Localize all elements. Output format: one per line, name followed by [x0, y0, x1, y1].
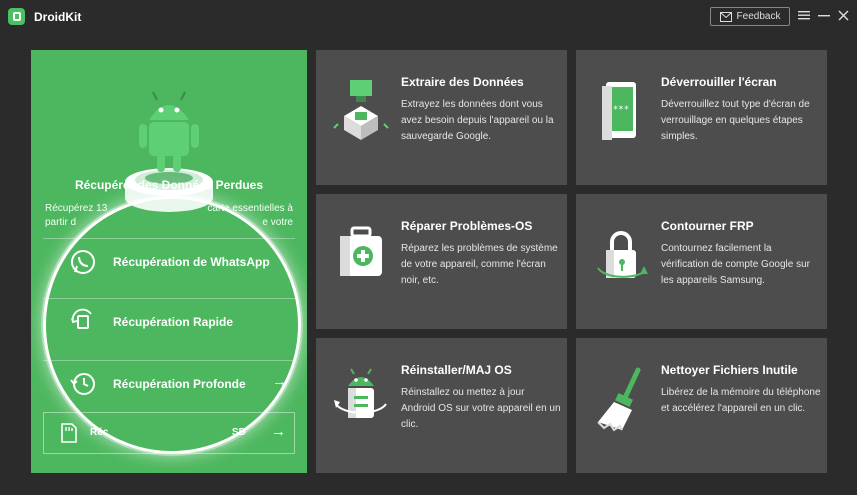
close-icon	[838, 10, 848, 20]
unlock-screen-description: Déverrouillez tout type d'écran de verro…	[661, 99, 810, 142]
reinstall-os-card[interactable]: Réinstaller/MAJ OS Réinstallez ou mettez…	[316, 338, 567, 473]
desc-line-2-right: e votre	[262, 217, 293, 228]
title-bar: DroidKit Feedback	[0, 0, 857, 34]
menu-icon	[798, 11, 810, 20]
frp-lock-icon	[597, 231, 648, 278]
close-button[interactable]	[836, 8, 850, 22]
clean-junk-description: Libérez de la mémoire du téléphone et ac…	[661, 387, 821, 414]
recover-data-panel[interactable]: Récupérer des Données Perdues Récupérez …	[31, 50, 307, 473]
deep-recovery-icon	[70, 373, 95, 395]
broom-icon	[597, 367, 641, 432]
extract-data-description: Extrayez les données dont vous avez beso…	[401, 99, 554, 142]
whatsapp-recovery-label: Récupération de WhatsApp	[113, 255, 270, 269]
unlock-screen-icon: ***	[602, 82, 636, 140]
minimize-button[interactable]	[817, 8, 831, 22]
repair-os-card[interactable]: Réparer Problèmes-OS Réparez les problèm…	[316, 194, 567, 329]
quick-recovery-option[interactable]: Récupération Rapide	[43, 298, 295, 344]
svg-text:***: ***	[613, 105, 629, 115]
extract-data-title: Extraire des Données	[401, 75, 524, 89]
whatsapp-icon	[71, 250, 95, 274]
menu-button[interactable]	[797, 8, 811, 22]
desc-line-2: partir d	[45, 217, 77, 228]
android-recovery-illustration	[125, 91, 213, 212]
reinstall-os-description: Réinstallez ou mettez à jour Android OS …	[401, 387, 561, 430]
desc-line-1: Récupérez 13	[45, 203, 108, 214]
feedback-label: Feedback	[736, 11, 781, 22]
reinstall-os-title: Réinstaller/MAJ OS	[401, 363, 512, 377]
unlock-screen-card[interactable]: *** Déverrouiller l'écran Déverrouillez …	[576, 50, 827, 185]
clean-junk-title: Nettoyer Fichiers Inutile	[661, 363, 798, 377]
arrow-right-icon: →	[272, 373, 287, 390]
desc-line-1-right: carte essentielles à	[207, 203, 293, 214]
extract-data-icon	[333, 80, 389, 140]
reinstall-os-icon	[334, 368, 387, 418]
unlock-screen-title: Déverrouiller l'écran	[661, 75, 777, 89]
bypass-frp-card[interactable]: Contourner FRP Contournez facilement la …	[576, 194, 827, 329]
app-title: DroidKit	[34, 10, 82, 24]
whatsapp-recovery-option[interactable]: Récupération de WhatsApp	[43, 238, 295, 284]
sd-label-start: Réc	[90, 427, 109, 438]
deep-recovery-option[interactable]: Récupération Profonde →	[43, 360, 295, 406]
sd-card-icon	[61, 423, 77, 443]
quick-recovery-label: Récupération Rapide	[113, 315, 234, 329]
repair-os-icon	[340, 226, 382, 276]
arrow-right-icon: →	[271, 423, 286, 440]
repair-os-description: Réparez les problèmes de système de votr…	[401, 243, 558, 286]
minimize-icon	[818, 15, 830, 17]
recover-data-title: Récupérer des Données Perdues	[74, 178, 264, 192]
sd-label-end: SD	[231, 427, 246, 438]
deep-recovery-label: Récupération Profonde	[113, 377, 246, 391]
bypass-frp-description: Contournez facilement la vérification de…	[661, 243, 810, 286]
quick-recovery-icon	[71, 308, 92, 329]
clean-junk-card[interactable]: Nettoyer Fichiers Inutile Libérez de la …	[576, 338, 827, 473]
mail-icon	[719, 11, 732, 22]
sd-card-recovery-label: Réc SD	[90, 427, 246, 438]
droidkit-logo-icon	[8, 8, 25, 25]
bypass-frp-title: Contourner FRP	[661, 219, 754, 233]
extract-data-card[interactable]: Extraire des Données Extrayez les donnée…	[316, 50, 567, 185]
recover-data-description: Récupérez 13 carte essentielles à partir…	[45, 202, 293, 230]
feedback-button[interactable]: Feedback	[710, 7, 790, 26]
sd-card-recovery-option[interactable]: Réc SD →	[43, 412, 295, 454]
repair-os-title: Réparer Problèmes-OS	[401, 219, 533, 233]
